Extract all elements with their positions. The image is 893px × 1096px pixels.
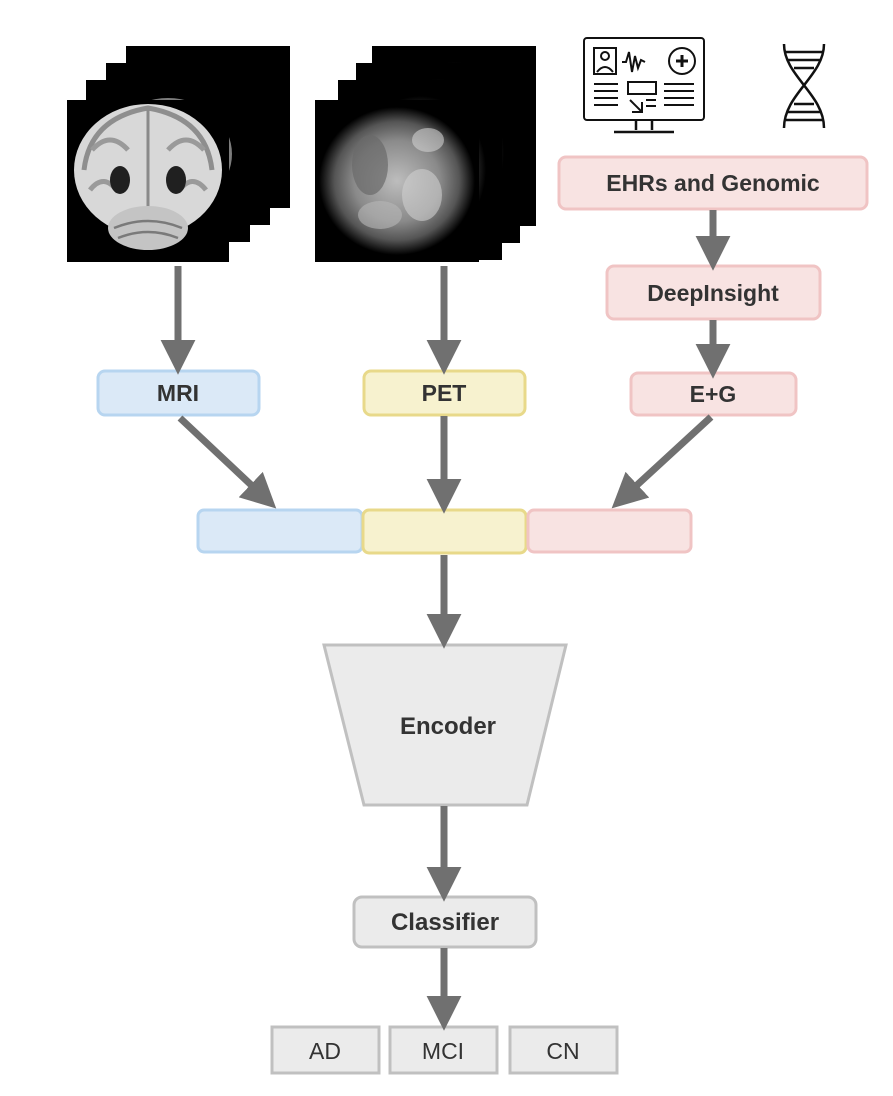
- fused-feature-vector: [196, 508, 693, 555]
- encoder-label: Encoder: [400, 713, 496, 740]
- ehr-genomic-box: EHRs and Genomic: [557, 155, 869, 211]
- mri-label: MRI: [157, 380, 199, 406]
- dna-icon: [782, 43, 826, 129]
- fused-segment-mri: [196, 508, 364, 554]
- eg-label: E+G: [690, 381, 737, 407]
- output-cn-label: CN: [546, 1038, 579, 1064]
- output-mci: MCI: [388, 1025, 499, 1075]
- output-ad: AD: [270, 1025, 381, 1075]
- mri-scan-stack: [67, 46, 290, 262]
- classifier-box: Classifier: [352, 895, 538, 949]
- eg-box: E+G: [629, 371, 798, 417]
- deepinsight-label: DeepInsight: [647, 280, 779, 306]
- mri-brain-image: [74, 104, 222, 250]
- output-classes: AD MCI CN: [270, 1025, 619, 1075]
- pet-scan-stack: [315, 46, 536, 262]
- fused-segment-eg: [526, 508, 693, 554]
- arrow-mri-to-fused: [177, 415, 277, 509]
- pet-brain-image: [319, 107, 475, 255]
- fused-segment-pet: [361, 508, 528, 555]
- arrows: [160, 210, 731, 1031]
- ehr-genomic-label: EHRs and Genomic: [606, 170, 820, 196]
- deepinsight-box: DeepInsight: [605, 264, 822, 321]
- ehr-monitor-icon: [583, 37, 705, 134]
- pet-label: PET: [422, 380, 467, 406]
- arrow-eg-to-fused: [611, 414, 714, 509]
- encoder-block: Encoder: [322, 643, 568, 807]
- output-mci-label: MCI: [422, 1038, 464, 1064]
- pet-box: PET: [362, 369, 527, 417]
- classifier-label: Classifier: [391, 909, 499, 936]
- output-cn: CN: [508, 1025, 619, 1075]
- mri-box: MRI: [96, 369, 261, 417]
- output-ad-label: AD: [309, 1038, 341, 1064]
